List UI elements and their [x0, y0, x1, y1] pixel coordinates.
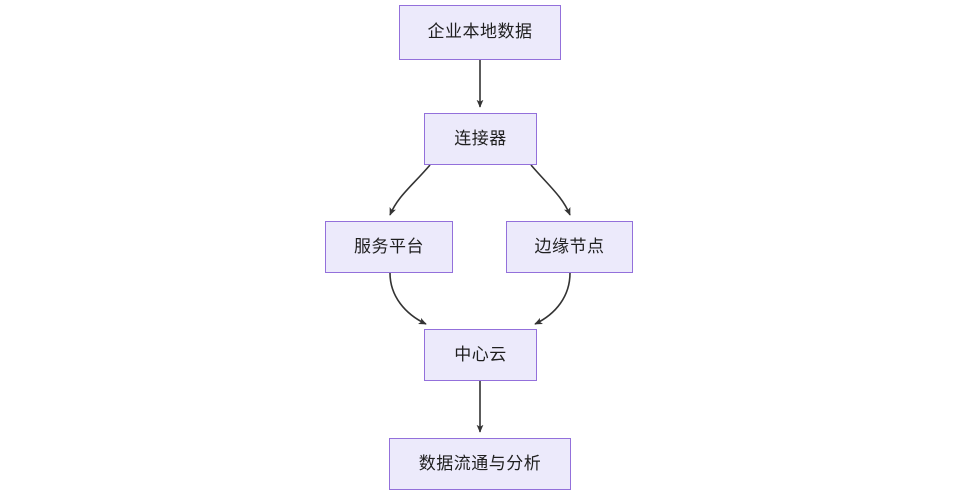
- node-connector[interactable]: 连接器: [424, 113, 537, 165]
- edge-platform-to-cloud: [389, 272, 427, 325]
- node-central-cloud[interactable]: 中心云: [424, 329, 537, 381]
- node-label: 连接器: [454, 128, 507, 149]
- node-enterprise-local-data[interactable]: 企业本地数据: [399, 5, 561, 60]
- node-label: 服务平台: [354, 236, 424, 257]
- node-service-platform[interactable]: 服务平台: [325, 221, 453, 273]
- node-label: 数据流通与分析: [418, 453, 542, 474]
- node-label: 边缘节点: [534, 236, 605, 257]
- node-label: 企业本地数据: [427, 22, 533, 42]
- edge-connector-to-platform: [389, 164, 431, 216]
- node-data-flow-and-analysis[interactable]: 数据流通与分析: [389, 438, 571, 490]
- node-label: 中心云: [454, 344, 507, 365]
- edge-edgenode-to-cloud: [534, 272, 571, 325]
- node-edge-node[interactable]: 边缘节点: [506, 221, 633, 273]
- edge-connector-to-edgenode: [530, 164, 571, 216]
